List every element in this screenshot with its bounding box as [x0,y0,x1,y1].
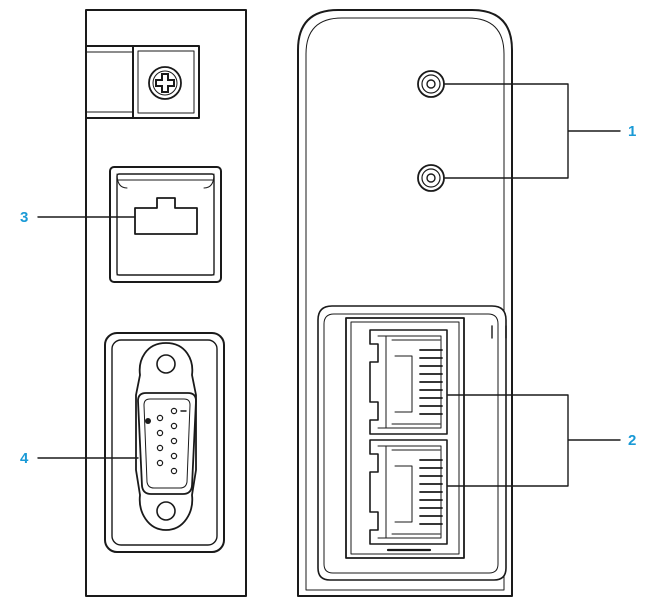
jack-socket-top [417,70,445,98]
screw-icon [148,66,182,100]
callout-label-4: 4 [20,450,29,467]
db9-index-dot [145,418,151,424]
callout-labels: 1 2 3 4 [20,123,636,467]
right-module [297,9,513,597]
db9-mount-hole-top [156,354,176,374]
db9-pins [156,407,178,475]
leader-2 [447,394,621,487]
db9-flange [135,342,197,531]
dual-ethernet-recess [317,305,507,581]
callout-label-3: 3 [20,209,28,226]
callout-label-2: 2 [628,432,636,449]
right-module-housing [297,9,513,597]
jack-socket-bottom [417,164,445,192]
rj45-socket-outline [134,197,198,235]
db9-shell [137,392,197,495]
ethernet-port-top [369,329,448,435]
rj45-port [109,166,222,283]
callout-label-1: 1 [628,123,636,140]
db9-mount-hole-bottom [156,501,176,521]
ethernet-port-bottom [369,439,448,545]
left-module [85,9,247,597]
leader-1 [444,83,621,179]
db9-connector [104,332,225,553]
callout-leaders [37,83,621,487]
